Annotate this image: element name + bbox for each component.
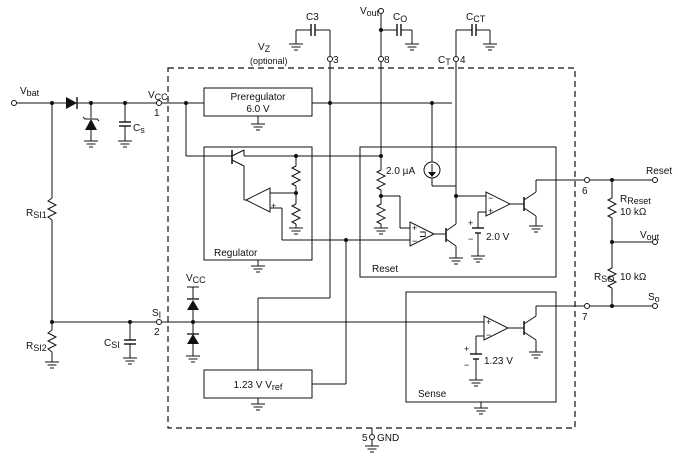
pin-2-number: 2 [154,327,160,338]
input-diode [66,97,78,109]
svg-text:+: + [464,344,469,354]
preregulator-block: Preregulator 6.0 V [203,87,313,131]
capacitor-cs: Cs [117,103,145,148]
vref-block: 1.23 V Vref [203,369,313,411]
vout-label: Vout [360,6,380,18]
svg-text:⊐: ⊐ [419,229,427,239]
svg-text:2.0 µA: 2.0 µA [386,166,415,177]
rso-value: 10 kΩ [620,272,647,283]
sense-block: Sense + − + − 1.23 V [405,291,584,415]
rsi2-label: RSI2 [26,341,47,353]
vcc-label: VCC [148,90,168,102]
svg-text:2.0 V: 2.0 V [486,232,510,243]
zener-diode [82,103,100,148]
svg-text:6.0 V: 6.0 V [246,104,270,115]
pin-4-number: 4 [460,55,466,66]
vbat-terminal: Vbat [11,86,40,106]
rso-label: RSO [594,272,614,284]
reset-output-terminal [652,177,658,183]
svg-text:Cs: Cs [133,123,145,135]
rreset-value: 10 kΩ [620,207,647,218]
svg-text:+: + [412,223,417,233]
svg-text:Regulator: Regulator [214,248,258,259]
svg-text:−: − [464,360,469,370]
resistor-rreset [606,197,618,219]
svg-text:+: + [486,317,491,327]
svg-text:−: − [412,236,417,246]
co-capacitor: CO [381,12,420,51]
clamp-diodes: VCC [185,273,206,363]
svg-text:+: + [488,206,493,216]
pin-2 [156,319,162,325]
svg-text:CCT: CCT [466,12,486,24]
svg-text:VCC: VCC [186,273,206,285]
pin-5 [369,434,375,440]
so-output-terminal [652,303,658,309]
vout-terminal [378,8,384,14]
rsi1-label: RSI1 [26,208,47,220]
svg-text:1.23 V: 1.23 V [484,356,513,367]
svg-text:Sense: Sense [418,389,447,400]
pin-6-number: 6 [582,186,588,197]
resistor-rsi1 [46,197,58,221]
svg-text:CSI: CSI [104,338,120,350]
rreset-label: RReset [620,194,651,206]
resistor-rsi2 [46,329,58,353]
svg-text:Preregulator: Preregulator [230,92,286,103]
pin-7-number: 7 [582,312,588,323]
cct-capacitor: CCT [455,12,498,56]
capacitor-csi: CSI [104,322,138,365]
pin-8 [378,56,384,62]
svg-text:−: − [468,234,473,244]
c3-capacitor: C3 [288,12,331,56]
pin-3-number: 3 [333,55,339,66]
pin-6 [584,177,590,183]
reset-block: Reset 2.0 µA + − ⊐ − [359,103,584,278]
pin-7 [584,303,590,309]
vout2-label: Vout [640,230,660,242]
svg-text:Reset: Reset [372,264,398,275]
svg-text:1.23 V Vref: 1.23 V Vref [234,380,283,392]
ct-label: CT [438,55,451,67]
resistor-rso [606,267,618,289]
so-label: So [648,292,660,304]
pin-4 [453,56,459,62]
vz-label: VZ [258,42,271,54]
pin-1-number: 1 [154,108,160,119]
svg-text:−: − [486,330,491,340]
si-label: SI [152,308,161,320]
optional-label: (optional) [250,56,288,66]
reset-output-label: Reset [646,166,672,177]
svg-text:CO: CO [393,12,407,24]
svg-text:C3: C3 [306,12,319,23]
pin-5-number: 5 [362,433,368,444]
pin-1 [156,100,162,106]
svg-text:−: − [488,193,493,203]
regulator-block: Regulator − + [203,146,384,273]
svg-text:+: + [468,218,473,228]
svg-text:Vbat: Vbat [20,86,40,98]
svg-text:+: + [271,201,276,211]
vout-output-terminal [652,239,658,245]
gnd-label: GND [377,433,399,444]
pin-3 [327,56,333,62]
pin-8-number: 8 [384,55,390,66]
